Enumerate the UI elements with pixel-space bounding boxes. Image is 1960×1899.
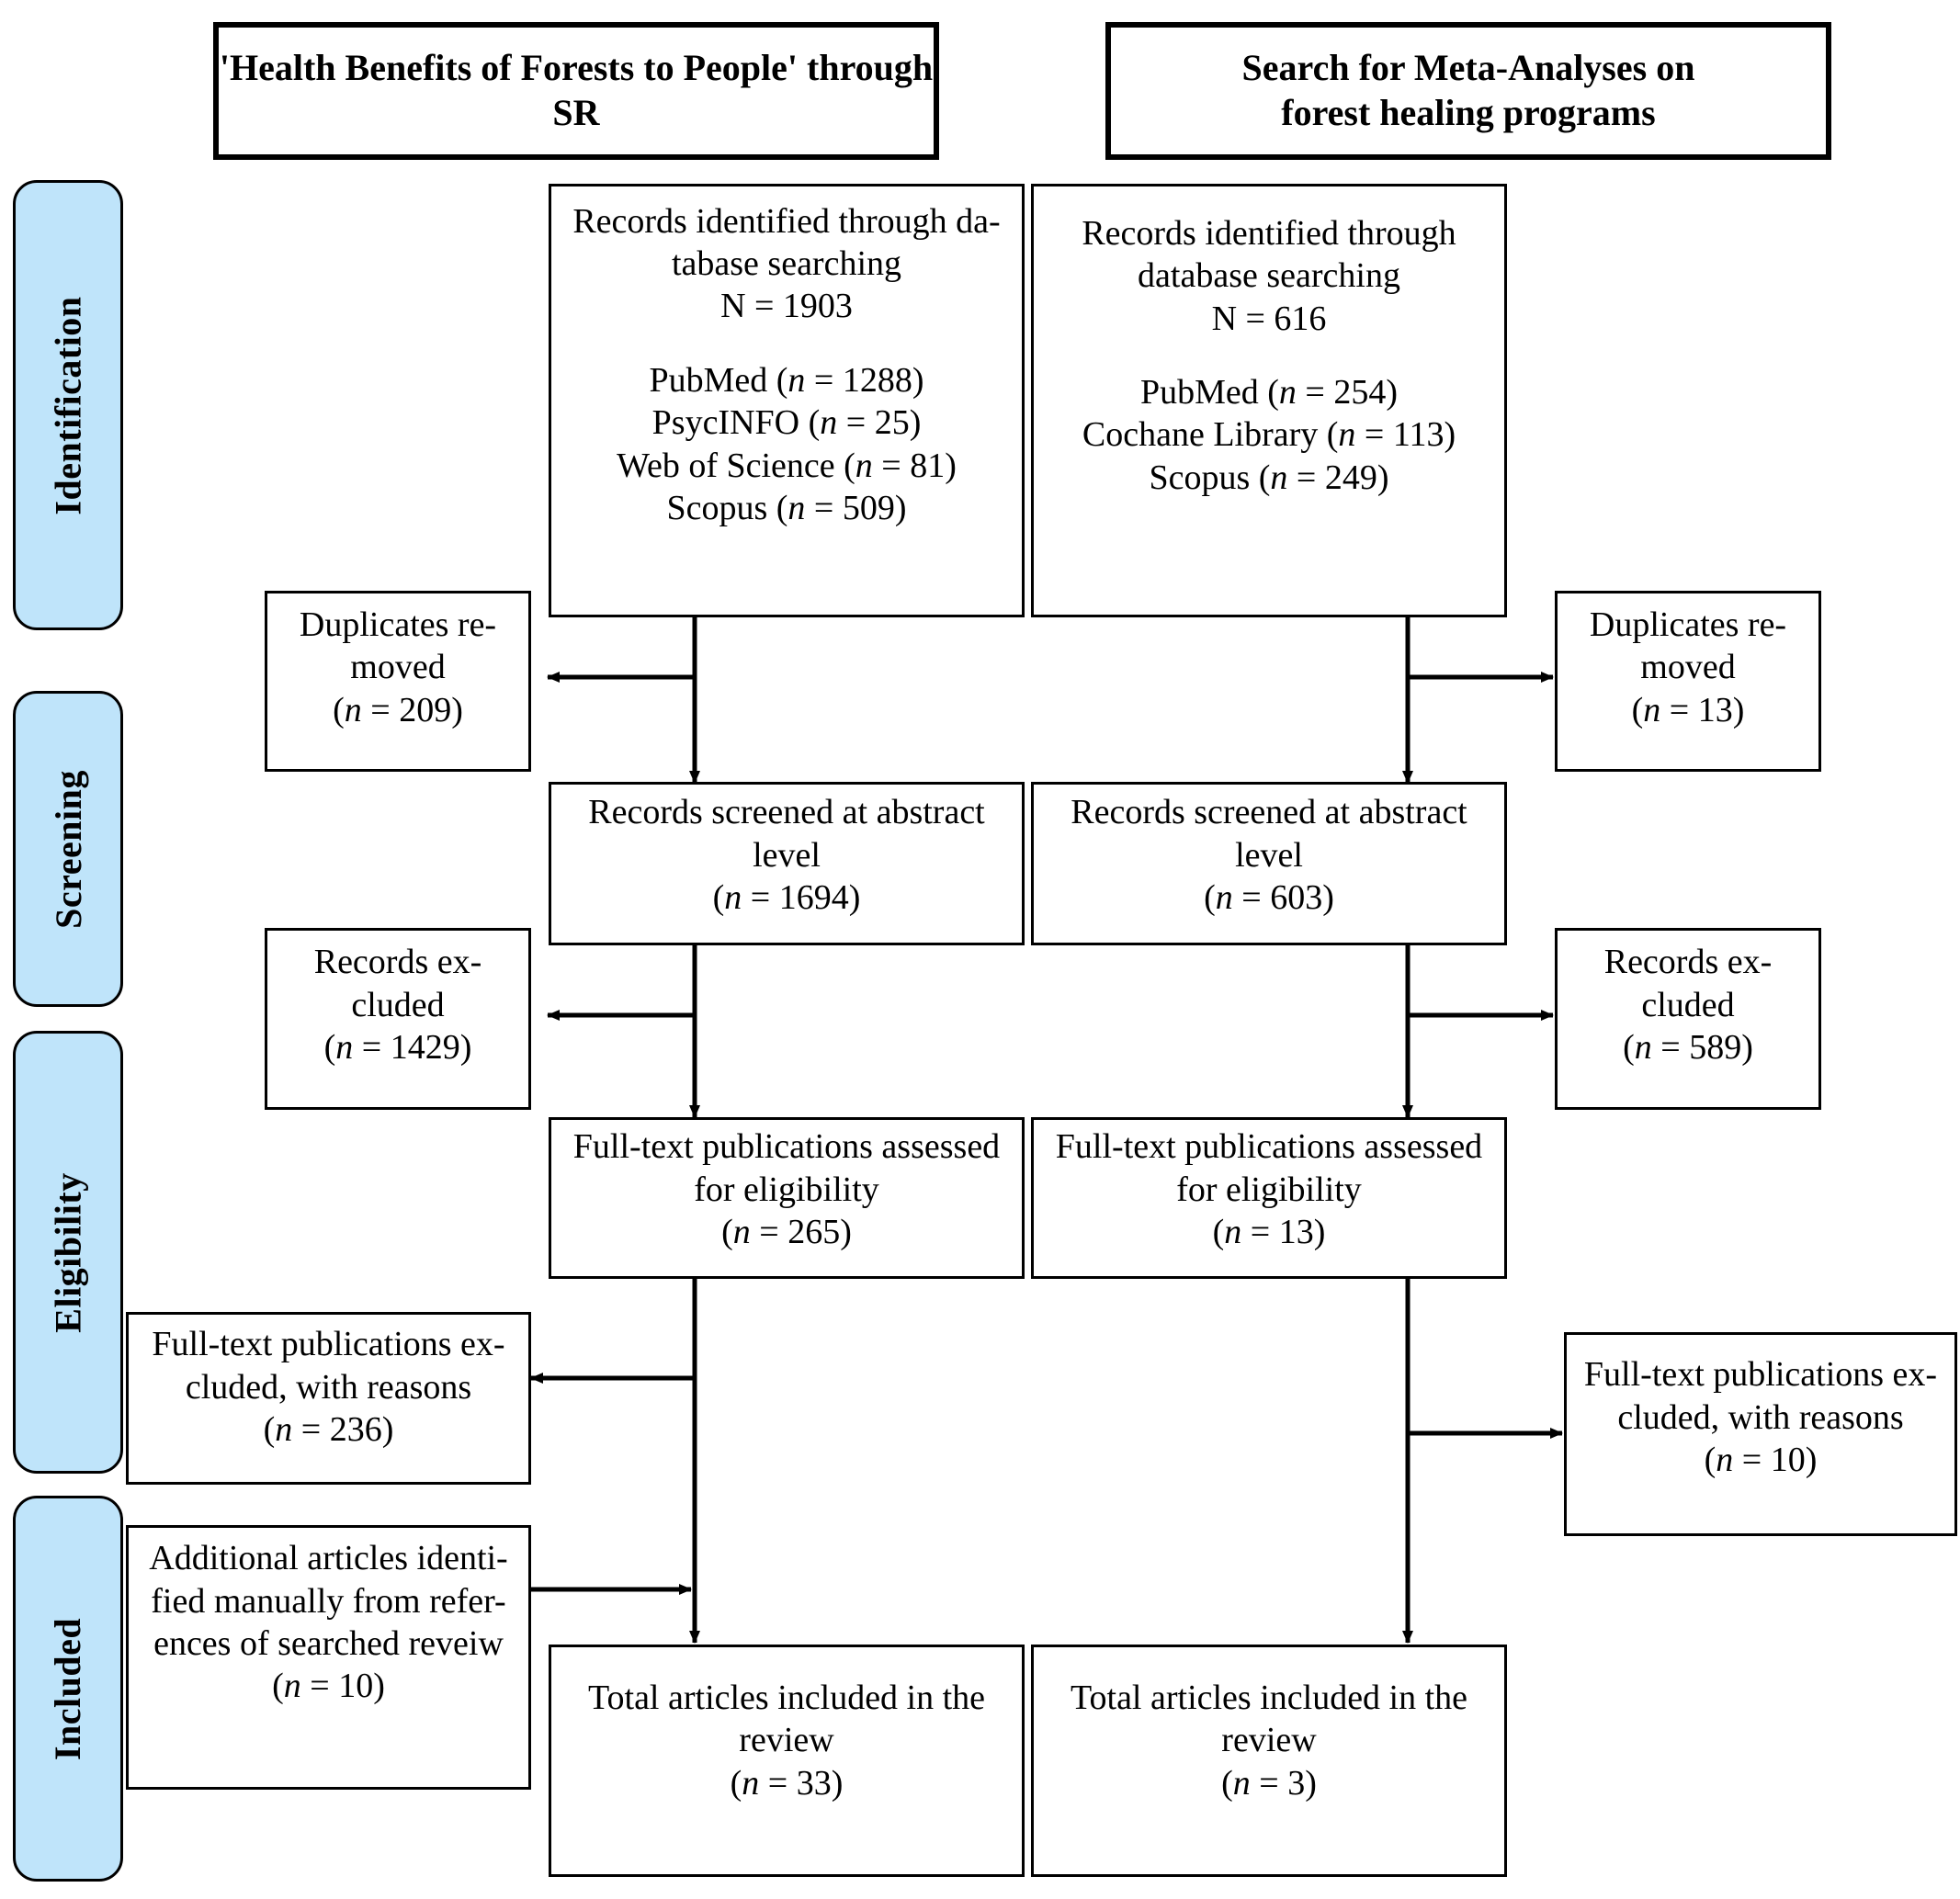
left-records-excluded-box: Records ex- cluded (n = 1429): [265, 928, 531, 1110]
left-duplicates-n: (n = 209): [333, 690, 463, 729]
right-fulltext-n: (n = 13): [1212, 1213, 1326, 1252]
right-source-1: Cochane Library (n = 113): [1082, 415, 1456, 455]
right-total-line1: Total articles included in the: [1070, 1678, 1468, 1717]
right-screened-n: (n = 603): [1204, 878, 1334, 918]
column-header-right: Search for Meta-Analyses on forest heali…: [1105, 22, 1831, 160]
right-fulltext-excluded-line2: cluded, with reasons: [1617, 1397, 1904, 1437]
left-screened-line1: Records screened at abstract: [588, 793, 985, 832]
left-additional-line3: ences of searched reveiw: [153, 1624, 504, 1663]
stage-tab-included-label: Included: [47, 1617, 89, 1760]
right-fulltext-line1: Full-text publications assessed: [1055, 1127, 1483, 1167]
left-source-3: Scopus (n = 509): [666, 488, 907, 527]
left-excluded-line1: Records ex-: [313, 943, 482, 982]
left-duplicates-line2: moved: [350, 648, 446, 687]
right-duplicates-n: (n = 13): [1631, 690, 1745, 729]
right-duplicates-line2: moved: [1640, 648, 1736, 687]
right-total-included-box: Total articles included in the review (n…: [1031, 1645, 1507, 1877]
right-total-n: (n = 3): [1221, 1763, 1317, 1803]
right-duplicates-line1: Duplicates re-: [1589, 605, 1787, 644]
right-excluded-n: (n = 589): [1623, 1028, 1753, 1068]
column-header-left-line2: SR: [552, 92, 600, 133]
right-records-excluded-box: Records ex- cluded (n = 589): [1555, 928, 1821, 1110]
left-identified-line2: tabase searching: [671, 244, 902, 284]
left-identified-line1: Records identified through da-: [572, 201, 1001, 241]
right-fulltext-excluded-box: Full-text publications ex- cluded, with …: [1564, 1332, 1957, 1536]
left-excluded-n: (n = 1429): [323, 1028, 472, 1068]
left-total-line1: Total articles included in the: [587, 1678, 986, 1717]
left-excluded-line2: cluded: [351, 985, 445, 1024]
column-header-left-line1: 'Health Benefits of Forests to People' t…: [219, 47, 934, 89]
right-source-2: Scopus (n = 249): [1149, 458, 1389, 497]
left-screened-n: (n = 1694): [712, 878, 861, 918]
left-records-screened-box: Records screened at abstract level (n = …: [549, 782, 1025, 945]
right-excluded-line1: Records ex-: [1603, 943, 1773, 982]
left-additional-articles-box: Additional articles identi- fied manuall…: [126, 1525, 531, 1790]
left-fulltext-excluded-box: Full-text publications ex- cluded, with …: [126, 1312, 531, 1485]
left-fulltext-excluded-line2: cluded, with reasons: [185, 1367, 472, 1407]
left-identified-total: N = 1903: [720, 287, 853, 326]
left-fulltext-line1: Full-text publications assessed: [572, 1127, 1001, 1167]
stage-tab-screening-label: Screening: [47, 769, 89, 929]
left-records-identified-box: Records identified through da- tabase se…: [549, 184, 1025, 617]
left-fulltext-line2: for eligibility: [694, 1170, 879, 1209]
stage-tab-screening[interactable]: Screening: [13, 691, 123, 1007]
right-source-0: PubMed (n = 254): [1139, 373, 1399, 412]
left-total-included-box: Total articles included in the review (n…: [549, 1645, 1025, 1877]
left-total-line2: review: [739, 1721, 834, 1760]
column-header-right-line2: forest healing programs: [1281, 92, 1656, 133]
stage-tab-eligibility[interactable]: Eligibility: [13, 1031, 123, 1474]
stage-tab-included[interactable]: Included: [13, 1496, 123, 1882]
column-header-left: 'Health Benefits of Forests to People' t…: [213, 22, 939, 160]
right-fulltext-excluded-n: (n = 10): [1704, 1441, 1818, 1480]
right-excluded-line2: cluded: [1641, 985, 1735, 1024]
right-records-identified-box: Records identified through database sear…: [1031, 184, 1507, 617]
left-screened-line2: level: [753, 835, 821, 875]
left-additional-line1: Additional articles identi-: [149, 1539, 508, 1578]
left-fulltext-assessed-box: Full-text publications assessed for elig…: [549, 1117, 1025, 1279]
right-fulltext-excluded-line1: Full-text publications ex-: [1583, 1355, 1938, 1395]
left-source-0: PubMed (n = 1288): [649, 360, 924, 400]
right-duplicates-removed-box: Duplicates re- moved (n = 13): [1555, 591, 1821, 772]
right-total-line2: review: [1221, 1721, 1317, 1760]
stage-tab-identification-label: Identification: [47, 295, 89, 515]
right-identified-line2: database searching: [1138, 256, 1400, 296]
right-identified-total: N = 616: [1211, 299, 1327, 338]
left-fulltext-excluded-line1: Full-text publications ex-: [152, 1325, 505, 1364]
left-source-2: Web of Science (n = 81): [617, 446, 957, 485]
right-identified-line1: Records identified through: [1082, 213, 1456, 253]
left-fulltext-excluded-n: (n = 236): [263, 1410, 394, 1450]
right-screened-line1: Records screened at abstract: [1071, 793, 1467, 832]
right-records-screened-box: Records screened at abstract level (n = …: [1031, 782, 1507, 945]
column-header-right-line1: Search for Meta-Analyses on: [1241, 47, 1695, 89]
right-fulltext-line2: for eligibility: [1176, 1170, 1362, 1209]
left-source-1: PsycINFO (n = 25): [651, 403, 922, 443]
stage-tab-identification[interactable]: Identification: [13, 180, 123, 630]
stage-tab-eligibility-label: Eligibility: [47, 1171, 89, 1333]
left-fulltext-n: (n = 265): [721, 1213, 852, 1252]
left-total-n: (n = 33): [730, 1763, 844, 1803]
right-screened-line2: level: [1235, 835, 1303, 875]
left-additional-line2: fied manually from refer-: [151, 1581, 506, 1621]
left-duplicates-line1: Duplicates re-: [299, 605, 497, 644]
left-duplicates-removed-box: Duplicates re- moved (n = 209): [265, 591, 531, 772]
right-fulltext-assessed-box: Full-text publications assessed for elig…: [1031, 1117, 1507, 1279]
left-additional-n: (n = 10): [272, 1667, 385, 1706]
